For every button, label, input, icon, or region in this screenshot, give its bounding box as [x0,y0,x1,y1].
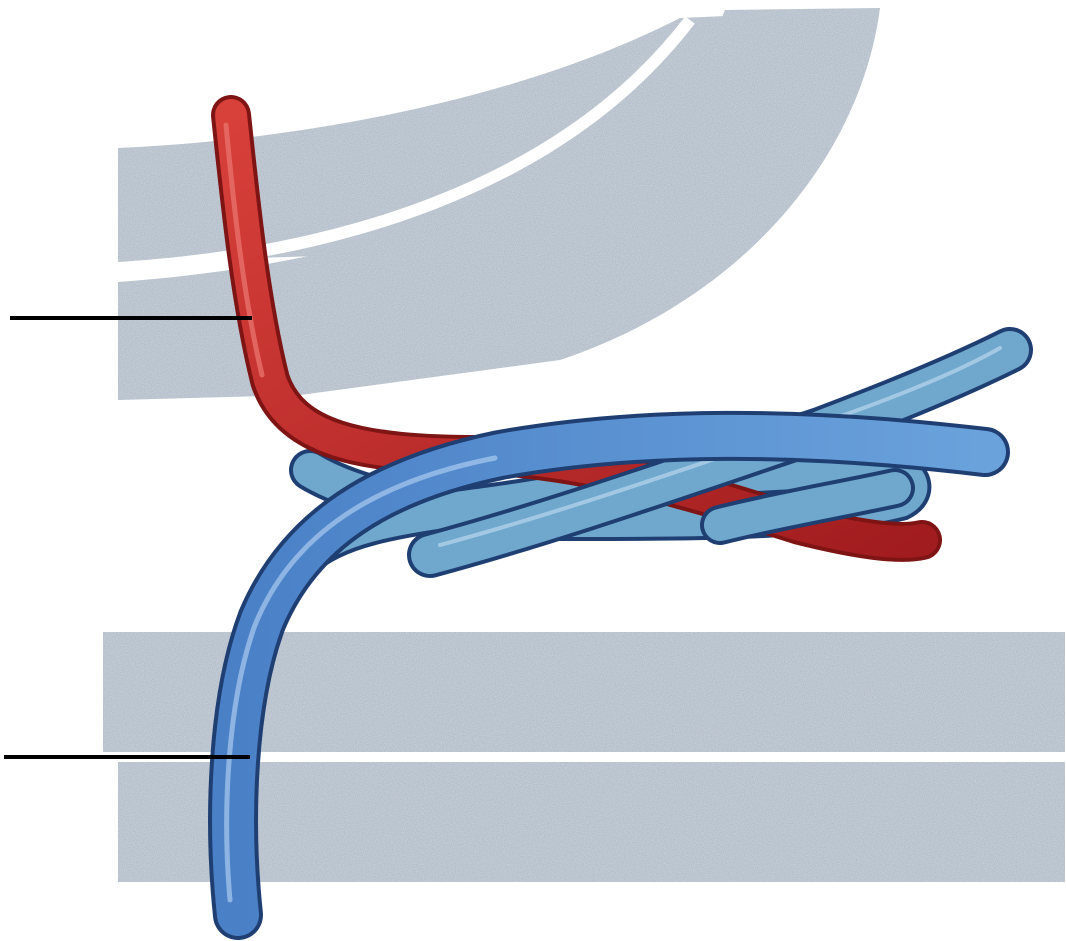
lower-tissue-band-bottom [118,762,1065,882]
